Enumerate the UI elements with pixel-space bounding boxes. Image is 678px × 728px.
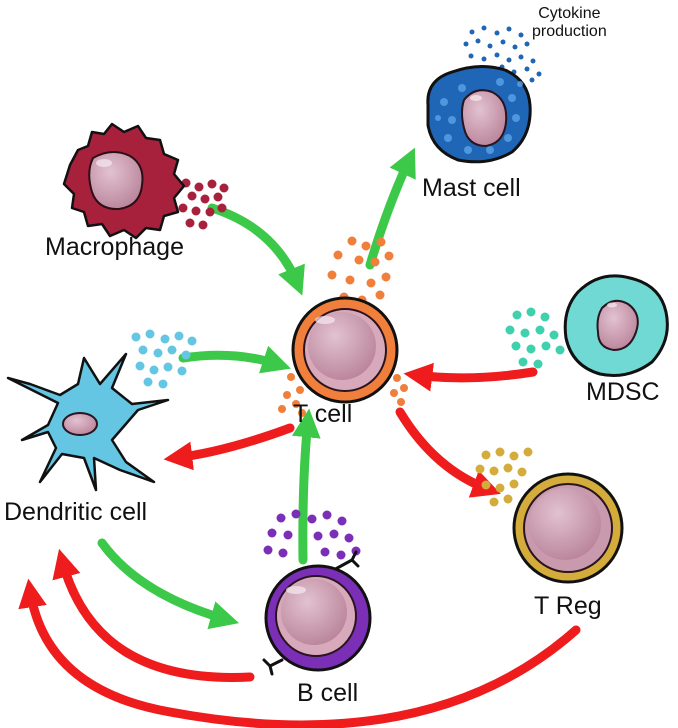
mast-cell-label: Mast cell: [422, 174, 521, 202]
t-reg-label: T Reg: [534, 592, 602, 620]
dendritic-cell: [6, 352, 170, 492]
arrow-macrophage-to-tcell: [207, 203, 305, 296]
arrow-tcell-to-treg: [395, 407, 501, 498]
mast-cell-cytokine-dots: [463, 25, 542, 85]
macrophage-label: Macrophage: [45, 233, 184, 261]
mdsc-label: MDSC: [586, 378, 660, 406]
b-cell: [262, 550, 372, 676]
arrow-treg-to-dendritic: [18, 578, 581, 728]
macrophage-cytokine-dots: [178, 178, 229, 230]
arrow-tcell-to-mastcell: [365, 147, 416, 270]
arrow-dendritic-to-tcell: [178, 345, 291, 374]
arrow-bcell-to-dendritic: [52, 548, 255, 682]
arrow-mdsc-to-tcell: [403, 362, 538, 392]
mdsc-cytokine-dots: [505, 307, 565, 369]
arrow-dendritic-to-bcell: [97, 538, 240, 630]
dendritic-cytokine-dots: [131, 329, 197, 389]
t-reg-cell: [512, 472, 624, 584]
cytokine-label-line2: production: [532, 23, 607, 41]
t-cell-label: T cell: [293, 400, 353, 428]
tcell-top-cytokine-dots: [327, 236, 394, 305]
mdsc-cell: [563, 274, 669, 377]
arrow-bcell-to-tcell: [291, 408, 321, 565]
mast-cell: [426, 65, 532, 164]
tcell-bottom-cytokine-dots: [278, 373, 408, 417]
macrophage-cell: [62, 122, 186, 240]
bcell-cytokine-dots: [263, 509, 361, 560]
cytokine-production-label: Cytokine production: [532, 5, 607, 42]
b-cell-label: B cell: [297, 679, 359, 707]
treg-cytokine-dots: [475, 447, 533, 507]
cytokine-label-line1: Cytokine: [538, 5, 601, 22]
t-cell: [291, 296, 399, 404]
dendritic-cell-label: Dendritic cell: [4, 498, 148, 526]
arrow-tcell-to-dendritic: [163, 423, 295, 471]
